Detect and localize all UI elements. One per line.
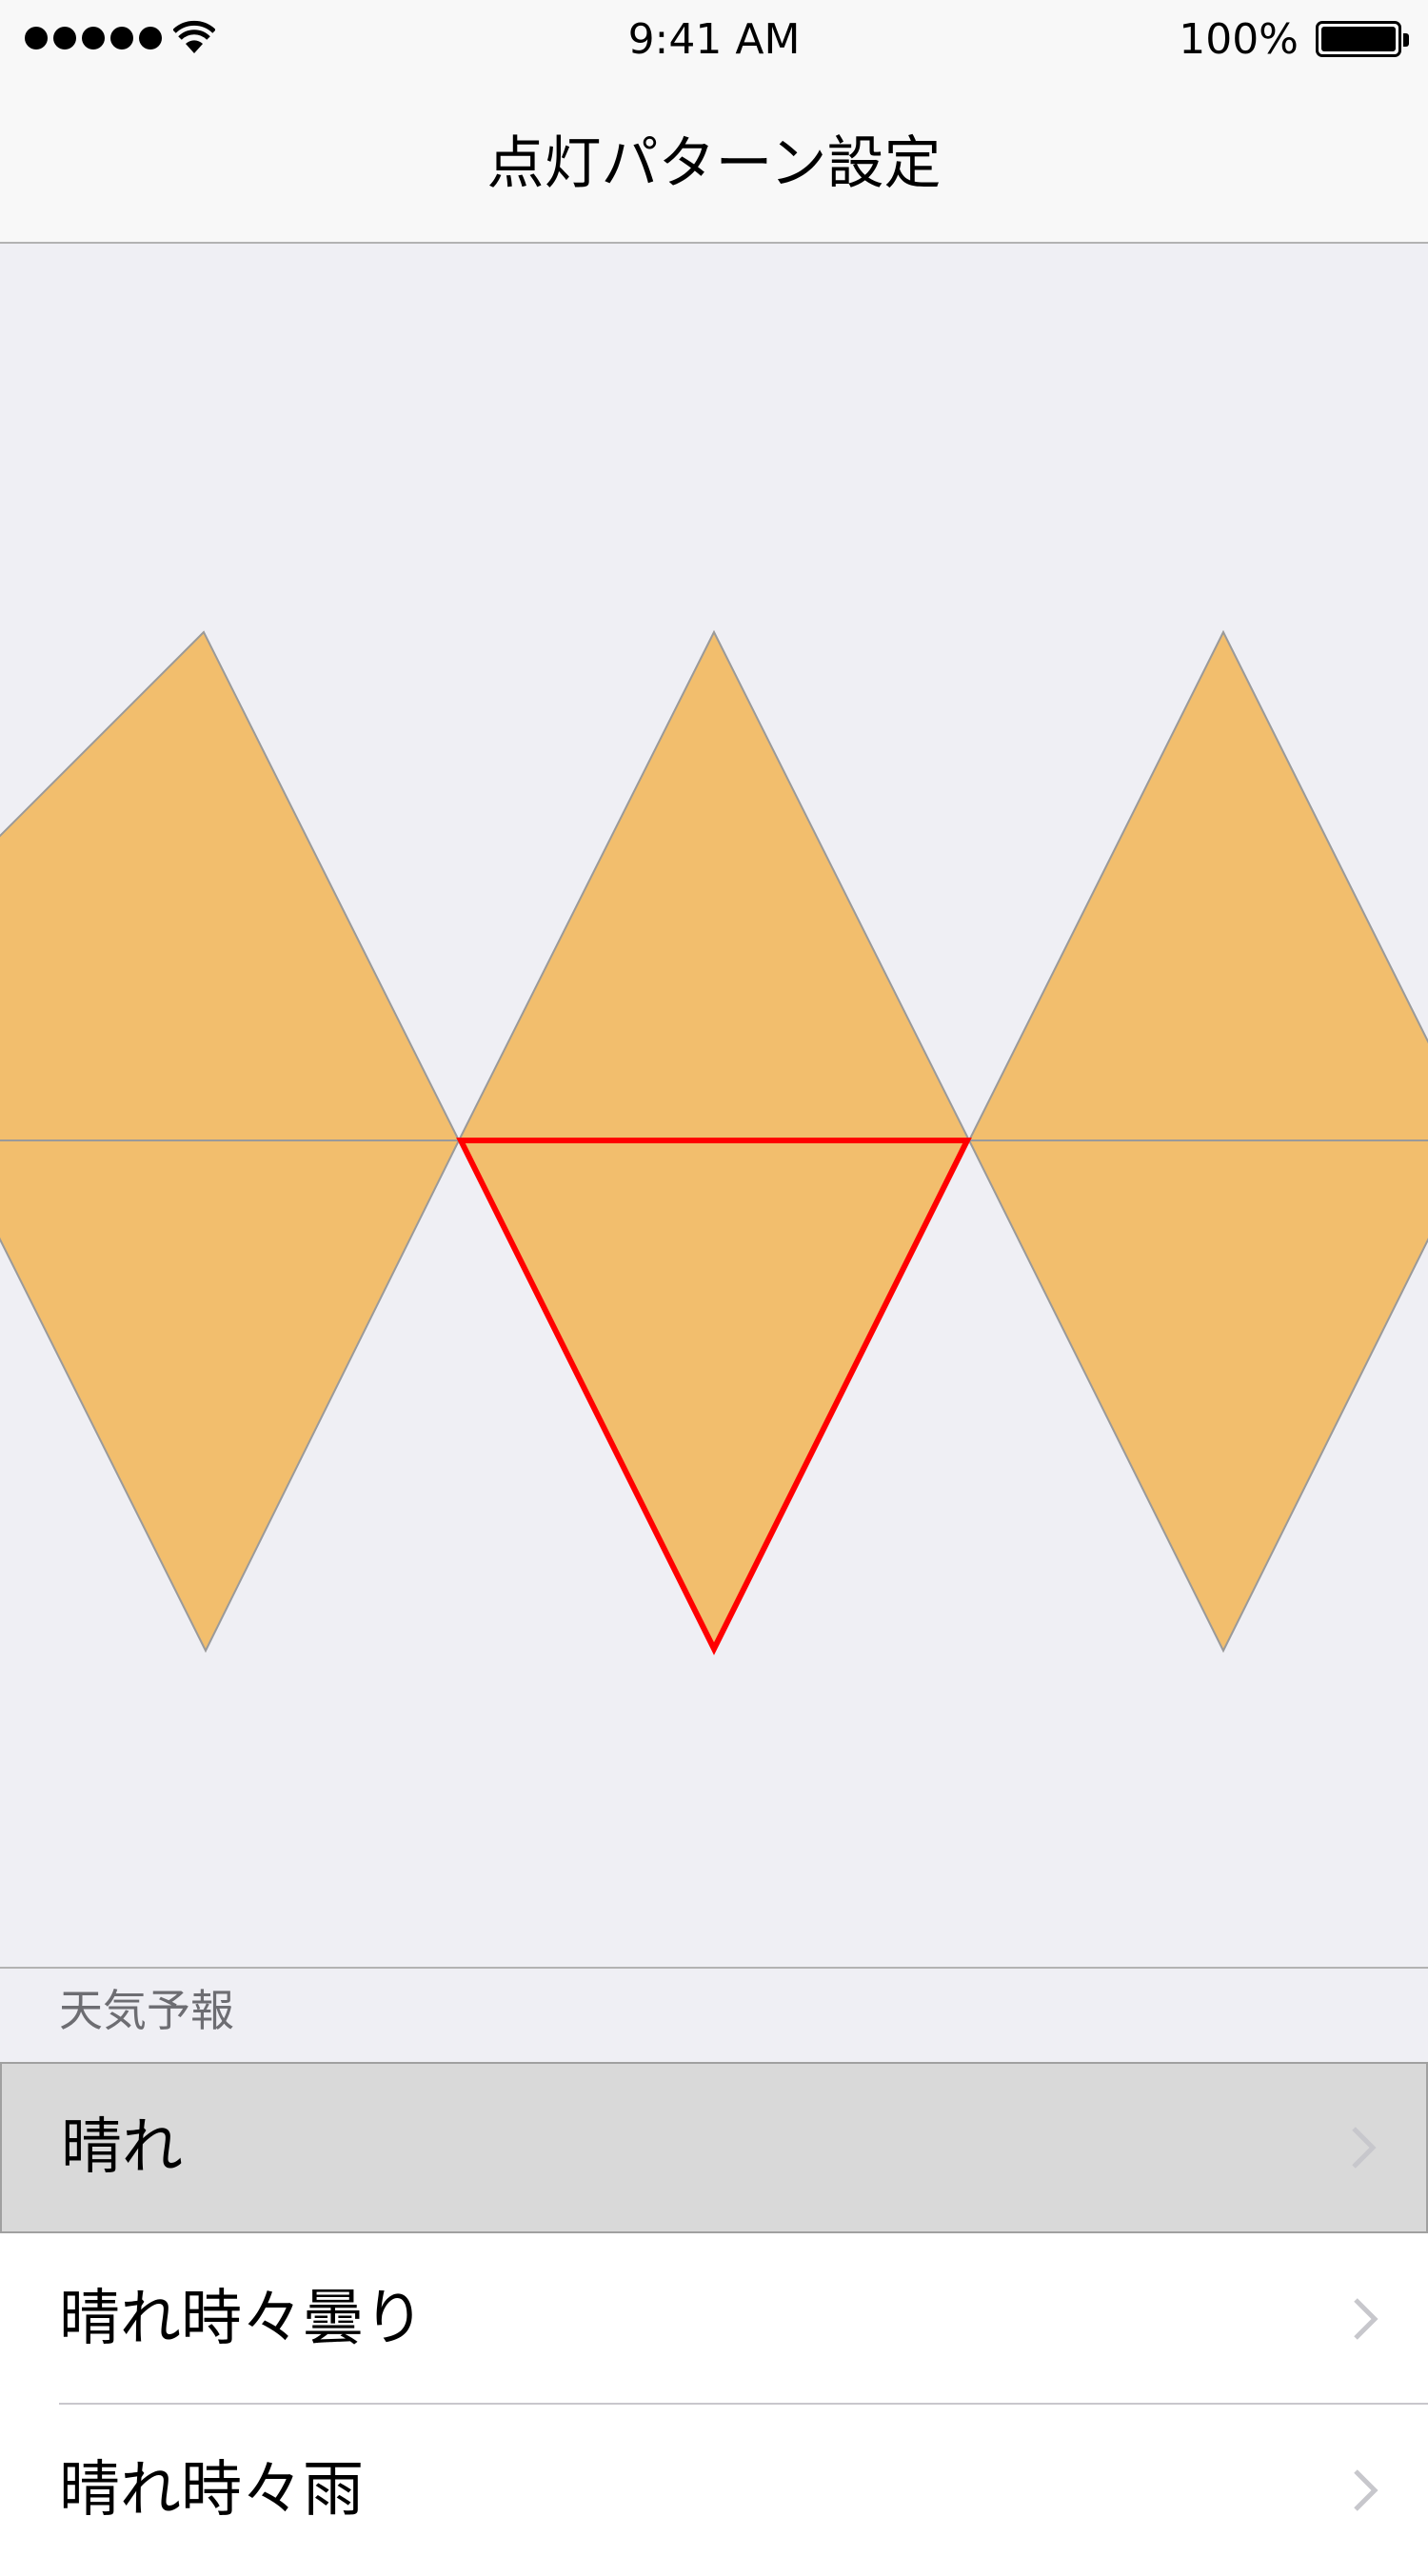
section-header-weather: 天気予報 bbox=[59, 1985, 234, 2036]
weather-pattern-list: 晴れ 晴れ時々曇り 晴れ時々雨 bbox=[0, 2062, 1428, 2576]
list-item-label: 晴れ時々雨 bbox=[59, 2455, 364, 2526]
chevron-right-icon bbox=[1352, 2127, 1377, 2169]
list-item-sunny-partly-cloudy[interactable]: 晴れ時々曇り bbox=[0, 2233, 1428, 2405]
status-time: 9:41 AM bbox=[627, 15, 801, 64]
list-item-sunny-occasional-rain[interactable]: 晴れ時々雨 bbox=[0, 2405, 1428, 2576]
page-title: 点灯パターン設定 bbox=[486, 130, 942, 197]
status-bar: 9:41 AM 100% bbox=[0, 0, 1428, 82]
navigation-bar: 点灯パターン設定 bbox=[0, 82, 1428, 244]
pattern-triangle-center-bottom[interactable] bbox=[457, 1139, 971, 1654]
list-separator bbox=[59, 2403, 1428, 2405]
signal-dots-icon bbox=[25, 27, 162, 50]
selected-triangle-outline bbox=[456, 1138, 972, 1655]
battery-icon bbox=[1316, 21, 1409, 57]
pattern-triangle-left-top[interactable] bbox=[0, 630, 461, 1141]
pattern-triangle-right-top[interactable] bbox=[967, 629, 1428, 1141]
chevron-right-icon bbox=[1354, 2298, 1378, 2340]
list-item-label: 晴れ時々曇り bbox=[59, 2284, 425, 2354]
pattern-triangle-left-bottom[interactable] bbox=[0, 1139, 461, 1654]
pattern-triangle-center-top[interactable] bbox=[457, 629, 971, 1141]
wifi-icon bbox=[173, 20, 215, 53]
lighting-pattern-canvas bbox=[0, 244, 1428, 1969]
list-item-label: 晴れ bbox=[61, 2112, 183, 2183]
battery-percentage: 100% bbox=[1179, 15, 1299, 64]
chevron-right-icon bbox=[1354, 2469, 1378, 2511]
list-item-sunny[interactable]: 晴れ bbox=[0, 2062, 1428, 2233]
pattern-triangle-right-bottom[interactable] bbox=[967, 1139, 1428, 1654]
